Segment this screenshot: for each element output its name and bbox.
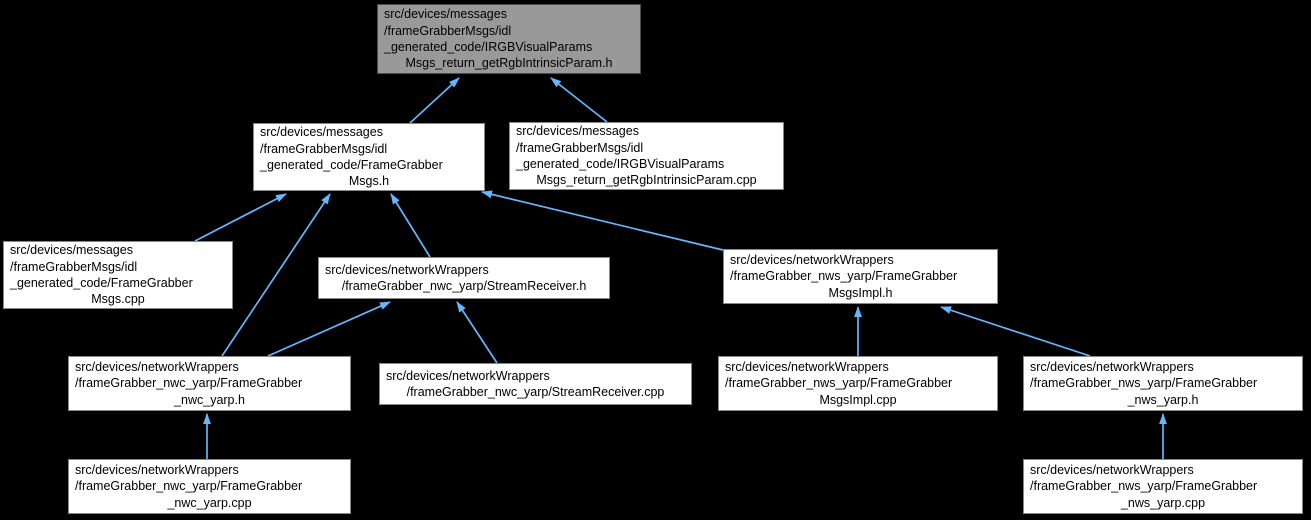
edge-n7-n5 bbox=[267, 301, 391, 357]
node-label-line: /frameGrabber_nwc_yarp/FrameGrabber bbox=[75, 376, 303, 391]
node-label-line: src/devices/networkWrappers bbox=[730, 252, 894, 267]
node-label-line: _generated_code/IRGBVisualParams bbox=[384, 40, 593, 54]
node-label-line: /frameGrabber_nws_yarp/FrameGrabber bbox=[725, 376, 953, 391]
node-label-line: src/devices/networkWrappers bbox=[386, 368, 550, 383]
node-label-line: /frameGrabberMsgs/idl bbox=[260, 141, 388, 156]
node-label-line: Msgs_return_getRgbIntrinsicParam.h bbox=[405, 56, 613, 71]
node-label-line: /frameGrabber_nwc_yarp/FrameGrabber bbox=[75, 479, 303, 494]
node-label-line: src/devices/networkWrappers bbox=[1030, 359, 1194, 374]
node-framegrabber-nws-yarp-cpp[interactable]: src/devices/networkWrappers /frameGrabbe… bbox=[1023, 459, 1303, 514]
edge-n5-n2 bbox=[390, 193, 431, 258]
node-label-line: /frameGrabber_nwc_yarp/StreamReceiver.h bbox=[341, 279, 587, 293]
edge-n3-n1 bbox=[550, 77, 608, 123]
node-label-line: Msgs.h bbox=[348, 174, 390, 189]
node-label-line: /frameGrabber_nwc_yarp/StreamReceiver.cp… bbox=[406, 385, 665, 399]
edge-n10-n6 bbox=[940, 306, 1091, 357]
node-label-line: _generated_code/IRGBVisualParams bbox=[516, 157, 725, 171]
node-label-line: src/devices/networkWrappers bbox=[1030, 462, 1194, 477]
edge-n4-n2 bbox=[194, 193, 287, 242]
node-framegrabber-nwc-yarp-h[interactable]: src/devices/networkWrappers /frameGrabbe… bbox=[68, 356, 351, 411]
node-label-line: src/devices/networkWrappers bbox=[325, 262, 489, 277]
node-label-line: _generated_code/FrameGrabber bbox=[260, 158, 443, 172]
node-label-line: /frameGrabberMsgs/idl bbox=[516, 140, 644, 155]
node-label-line: _nwc_yarp.h bbox=[174, 392, 245, 407]
node-irgbvisualparamsmsgs-return-getrgbintrinsicparam-cpp[interactable]: src/devices/messages /frameGrabberMsgs/i… bbox=[509, 122, 784, 190]
edge-n2-n1 bbox=[409, 77, 460, 124]
node-label-line: /frameGrabber_nws_yarp/FrameGrabber bbox=[730, 269, 958, 284]
edge-n7-n2 bbox=[221, 193, 331, 357]
node-label-line: /frameGrabberMsgs/idl bbox=[10, 259, 138, 274]
node-label-line: /frameGrabber_nws_yarp/FrameGrabber bbox=[1030, 376, 1258, 391]
node-label-line: _nws_yarp.h bbox=[1127, 392, 1199, 407]
node-framegrabbermsgsimpl-h[interactable]: src/devices/networkWrappers /frameGrabbe… bbox=[723, 249, 998, 304]
node-label-line: _generated_code/FrameGrabber bbox=[10, 276, 193, 290]
node-streamreceiver-h[interactable]: src/devices/networkWrappers /frameGrabbe… bbox=[318, 257, 610, 299]
edge-n6-n2 bbox=[481, 190, 724, 251]
node-label-line: Msgs.cpp bbox=[91, 292, 145, 307]
node-label-line: src/devices/messages bbox=[10, 243, 133, 258]
node-framegrabbermsgs-cpp[interactable]: src/devices/messages /frameGrabberMsgs/i… bbox=[3, 241, 233, 309]
node-label-line: _nws_yarp.cpp bbox=[1120, 495, 1206, 510]
node-label-line: src/devices/networkWrappers bbox=[75, 462, 239, 477]
node-framegrabber-nwc-yarp-cpp[interactable]: src/devices/networkWrappers /frameGrabbe… bbox=[68, 459, 351, 514]
node-label-line: MsgsImpl.cpp bbox=[819, 392, 897, 407]
node-streamreceiver-cpp[interactable]: src/devices/networkWrappers /frameGrabbe… bbox=[379, 363, 692, 405]
node-label-line: /frameGrabber_nws_yarp/FrameGrabber bbox=[1030, 479, 1258, 494]
node-label-line: src/devices/messages bbox=[260, 125, 383, 140]
node-label-line: src/devices/messages bbox=[516, 124, 639, 139]
node-label-line: /frameGrabberMsgs/idl bbox=[384, 23, 512, 38]
node-framegrabbermsgsimpl-cpp[interactable]: src/devices/networkWrappers /frameGrabbe… bbox=[718, 356, 998, 411]
node-label-line: _nwc_yarp.cpp bbox=[167, 495, 252, 510]
node-framegrabbermsgs-h[interactable]: src/devices/messages /frameGrabberMsgs/i… bbox=[253, 123, 485, 191]
node-irgbvisualparamsmsgs-return-getrgbintrinsicparam-h[interactable]: src/devices/messages /frameGrabberMsgs/i… bbox=[377, 4, 641, 74]
edge-n8-n5 bbox=[456, 301, 498, 364]
node-label-line: Msgs_return_getRgbIntrinsicParam.cpp bbox=[536, 173, 757, 188]
node-label-line: src/devices/networkWrappers bbox=[75, 359, 239, 374]
node-label-line: MsgsImpl.h bbox=[828, 285, 893, 300]
node-label-line: src/devices/networkWrappers bbox=[725, 359, 889, 374]
node-framegrabber-nws-yarp-h[interactable]: src/devices/networkWrappers /frameGrabbe… bbox=[1023, 356, 1303, 411]
node-label-line: src/devices/messages bbox=[384, 7, 507, 22]
